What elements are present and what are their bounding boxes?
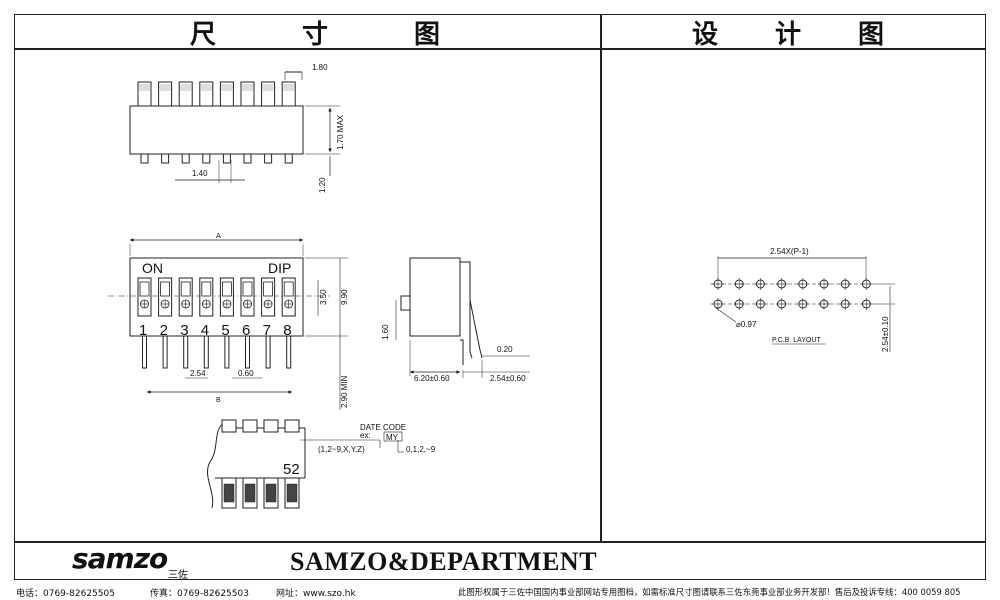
front-pin xyxy=(286,335,292,369)
pin-number: 2 xyxy=(160,322,168,339)
front-pin xyxy=(183,335,189,369)
dim-side-offset: 1.60 xyxy=(381,324,390,340)
date-code-box xyxy=(383,431,403,442)
pcb-row-spacing: 2.54±0.10 xyxy=(881,316,890,352)
top-pin xyxy=(243,153,252,164)
front-pin xyxy=(224,335,230,369)
front-pin xyxy=(203,335,209,369)
switch-slot xyxy=(137,277,152,317)
logo-subtitle: 三佐 xyxy=(168,569,188,580)
pcb-hole-diameter: ⌀0.97 xyxy=(736,320,757,329)
pin-number: 8 xyxy=(283,322,291,339)
pcb-layout-label: P.C.B. LAYOUT xyxy=(772,337,821,344)
dim-top-pin-length: 1.20 xyxy=(318,177,327,193)
dim-top-height: 1.70 MAX xyxy=(336,114,345,150)
front-pin xyxy=(142,335,147,369)
date-code-month: 0,1,2,~9 xyxy=(406,445,436,454)
dim-body-height: 9.90 xyxy=(340,289,349,305)
header-divider xyxy=(14,48,986,50)
front-pin xyxy=(265,335,271,369)
design-drawing-title: 设 计 图 xyxy=(692,16,884,50)
pcb-pitch-label: 2.54X(P-1) xyxy=(770,247,809,256)
pin-number: 4 xyxy=(201,322,209,339)
dimension-drawing-title: 尺 寸 图 xyxy=(190,16,440,50)
footer-fax: 传真：0769-82625503 xyxy=(150,589,249,599)
footer-phone: 电话：0769-82625505 xyxy=(16,589,115,599)
date-code-letters: MY xyxy=(386,433,399,442)
top-actuator xyxy=(178,81,193,107)
top-actuator xyxy=(281,81,296,107)
title-char: 设 xyxy=(692,19,719,50)
title-char: 寸 xyxy=(301,19,328,50)
pin-number: 1 xyxy=(139,322,147,339)
column-divider xyxy=(600,14,602,542)
switch-slot xyxy=(199,277,214,317)
top-actuator xyxy=(137,81,152,107)
pin-number: 3 xyxy=(180,322,188,339)
front-pin xyxy=(162,335,168,369)
detail-switch xyxy=(284,419,300,509)
dim-side-lead: 2.54±0.60 xyxy=(490,374,526,383)
drawing-frame xyxy=(14,14,986,580)
company-name: SAMZO&DEPARTMENT xyxy=(290,547,598,576)
switch-slot xyxy=(240,277,255,317)
top-pin xyxy=(181,153,190,164)
top-pin xyxy=(202,153,211,164)
dim-lead-thickness: 0.20 xyxy=(497,345,513,354)
switch-slot xyxy=(158,277,173,317)
label-on: ON xyxy=(142,260,163,276)
pin-number: 6 xyxy=(242,322,250,339)
dim-actuator-height: 3.50 xyxy=(319,289,328,305)
pin-number: 5 xyxy=(221,322,229,339)
logo-wordmark: samzo xyxy=(72,546,168,575)
switch-slot xyxy=(261,277,276,317)
detail-view xyxy=(207,419,404,509)
front-pin xyxy=(245,335,250,369)
pin-number: 7 xyxy=(263,322,271,339)
dim-side-depth: 6.20±0.60 xyxy=(414,374,450,383)
footer-divider xyxy=(14,541,986,543)
top-actuator xyxy=(219,81,234,107)
dim-width-a: A xyxy=(216,233,221,240)
dim-pin-pitch: 2.54 xyxy=(190,369,206,378)
dim-top-pitch: 1.80 xyxy=(312,63,328,72)
switch-slot xyxy=(178,277,193,317)
footer-website: 网址：www.szo.hk xyxy=(276,589,356,599)
date-code-example: ex: xyxy=(360,431,371,440)
pcb-layout xyxy=(710,256,895,352)
top-actuator xyxy=(261,81,276,107)
label-dip: DIP xyxy=(268,260,291,276)
dim-pin-width: 0.60 xyxy=(238,369,254,378)
samzo-logo-mark: samzo 三佐 xyxy=(72,542,188,581)
top-pin xyxy=(161,153,170,164)
title-char: 尺 xyxy=(190,19,217,50)
date-code-year: (1,2~9,X,Y,Z) xyxy=(318,445,365,454)
title-char: 图 xyxy=(857,19,884,50)
switch-slot xyxy=(219,277,234,317)
top-pin xyxy=(264,153,273,164)
samzo-logo: samzo 三佐 xyxy=(72,542,212,585)
side-view xyxy=(395,257,530,378)
front-view xyxy=(108,238,348,410)
switch-slot xyxy=(281,277,296,317)
title-char: 计 xyxy=(774,19,801,50)
part-marking: 52 xyxy=(283,461,300,478)
dim-top-pin-width: 1.40 xyxy=(192,169,208,178)
top-pin xyxy=(140,153,149,164)
dim-width-b: B xyxy=(216,397,221,404)
top-pin xyxy=(222,153,231,164)
footer-notice: 此图形权属于三佐中国国内事业部网站专用图档，如需标准尺寸图请联系三佐东莞事业部业… xyxy=(458,587,961,597)
detail-switch xyxy=(263,419,279,509)
dim-pin-min: 2.90 MIN xyxy=(340,375,349,408)
detail-switch xyxy=(242,419,258,509)
top-actuator xyxy=(199,81,214,107)
detail-switch xyxy=(221,419,237,509)
top-actuator xyxy=(240,81,255,107)
top-pin xyxy=(284,153,293,164)
date-code-title: DATE CODE xyxy=(360,423,406,432)
top-view xyxy=(129,71,340,183)
top-actuator xyxy=(158,81,173,107)
title-char: 图 xyxy=(413,19,440,50)
